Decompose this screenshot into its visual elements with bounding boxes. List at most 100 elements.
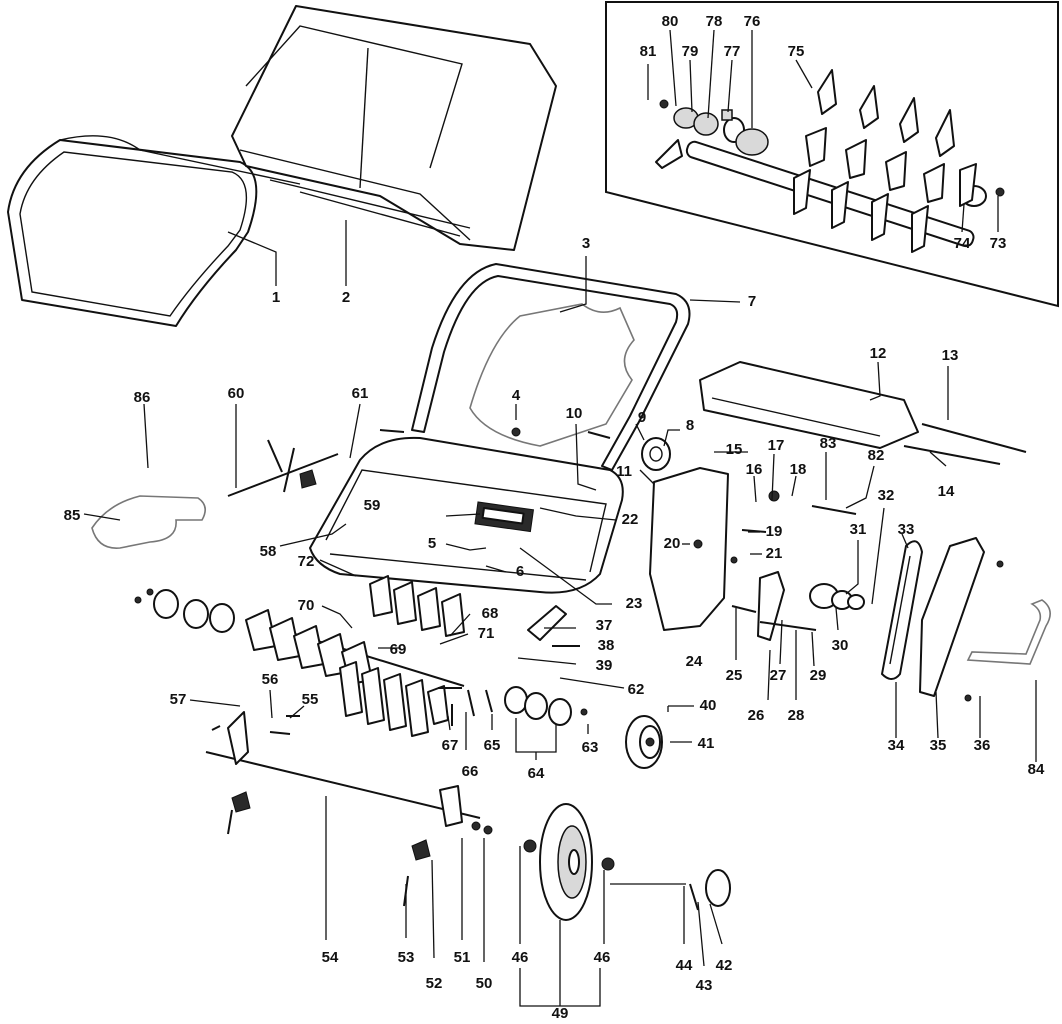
callout-86: 86 [134, 389, 151, 406]
wheel-49 [471, 803, 615, 921]
hook-85 [91, 495, 206, 549]
callout-22: 22 [622, 511, 639, 528]
callout-6: 6 [516, 563, 524, 580]
callout-16: 16 [746, 461, 763, 478]
rear-handle-84 [966, 599, 1051, 665]
callout-55: 55 [302, 691, 319, 708]
drive-belt [881, 540, 923, 680]
callout-50: 50 [476, 975, 493, 992]
callout-1: 1 [272, 289, 280, 306]
callout-58: 58 [260, 543, 277, 560]
callout-39: 39 [596, 657, 613, 674]
adjust-lever-60-61 [227, 439, 339, 497]
bearing-set-left [134, 588, 235, 633]
callout-37: 37 [596, 617, 613, 634]
callout-8: 8 [686, 417, 694, 434]
callout-60: 60 [228, 385, 245, 402]
bearing-set-right [504, 686, 588, 726]
callout-18: 18 [790, 461, 807, 478]
leader-lines [83, 29, 1037, 1007]
callout-52: 52 [426, 975, 443, 992]
callout-7: 7 [748, 293, 756, 310]
callout-63: 63 [582, 739, 599, 756]
callout-82: 82 [868, 447, 885, 464]
callout-79: 79 [682, 43, 699, 60]
callout-77: 77 [724, 43, 741, 60]
callout-10: 10 [566, 405, 583, 422]
callout-9: 9 [638, 409, 646, 426]
callout-46-right: 46 [594, 949, 611, 966]
callout-4: 4 [512, 387, 521, 404]
belt-pulley-small [641, 437, 671, 471]
callout-74: 74 [954, 235, 971, 252]
callout-40: 40 [700, 697, 717, 714]
callout-71: 71 [478, 625, 495, 642]
callout-43: 43 [696, 977, 713, 994]
callout-14: 14 [938, 483, 955, 500]
callout-15: 15 [726, 441, 743, 458]
callout-3: 3 [582, 235, 590, 252]
callout-59: 59 [364, 497, 381, 514]
callout-24: 24 [686, 653, 703, 670]
rear-axle-54 [205, 711, 481, 835]
hub-cap-42 [689, 869, 731, 911]
callout-28: 28 [788, 707, 805, 724]
callout-78: 78 [706, 13, 723, 30]
callout-29: 29 [810, 667, 827, 684]
tension-bracket [731, 571, 817, 641]
callout-44: 44 [676, 957, 693, 974]
callout-19: 19 [766, 523, 783, 540]
handle-bar [411, 263, 691, 471]
callout-labels: 1 2 3 4 5 6 7 8 9 10 11 12 13 14 15 16 1… [64, 13, 1045, 1022]
callout-85: 85 [64, 507, 81, 524]
callout-26: 26 [748, 707, 765, 724]
callout-53: 53 [398, 949, 415, 966]
callout-38: 38 [598, 637, 615, 654]
callout-54: 54 [322, 949, 339, 966]
callout-70: 70 [298, 597, 315, 614]
callout-5: 5 [428, 535, 436, 552]
height-clip-52 [403, 839, 431, 907]
callout-66: 66 [462, 763, 479, 780]
cable-outline [469, 303, 635, 447]
callout-80: 80 [662, 13, 679, 30]
belt-cover [919, 537, 985, 697]
rotor-blades [655, 69, 977, 253]
callout-17: 17 [768, 437, 785, 454]
callout-76: 76 [744, 13, 761, 30]
callout-83: 83 [820, 435, 837, 452]
callout-51: 51 [454, 949, 471, 966]
callout-72: 72 [298, 553, 315, 570]
callout-2: 2 [342, 289, 350, 306]
callout-56: 56 [262, 671, 279, 688]
callout-67: 67 [442, 737, 459, 754]
callout-65: 65 [484, 737, 501, 754]
rotor-detail-inset [605, 1, 1059, 308]
callout-27: 27 [770, 667, 787, 684]
callout-12: 12 [870, 345, 887, 362]
callout-62: 62 [628, 681, 645, 698]
grass-bag [231, 5, 557, 251]
rotor-key [721, 109, 733, 121]
callout-36: 36 [974, 737, 991, 754]
callout-81: 81 [640, 43, 657, 60]
callout-57: 57 [170, 691, 187, 708]
rotor-shaft [659, 99, 1005, 248]
callout-69: 69 [390, 641, 407, 658]
callout-31: 31 [850, 521, 867, 538]
callout-20: 20 [664, 535, 681, 552]
callout-68: 68 [482, 605, 499, 622]
grass-bag-frame [7, 135, 301, 327]
callout-41: 41 [698, 735, 715, 752]
callout-35: 35 [930, 737, 947, 754]
callout-42: 42 [716, 957, 733, 974]
callout-11: 11 [616, 463, 632, 480]
callout-32: 32 [878, 487, 895, 504]
top-cover-plate [699, 361, 1027, 465]
callout-13: 13 [942, 347, 959, 364]
small-hardware [211, 427, 1004, 735]
callout-84: 84 [1028, 761, 1045, 778]
cutter-blade-37 [527, 605, 580, 647]
callout-23: 23 [626, 595, 643, 612]
